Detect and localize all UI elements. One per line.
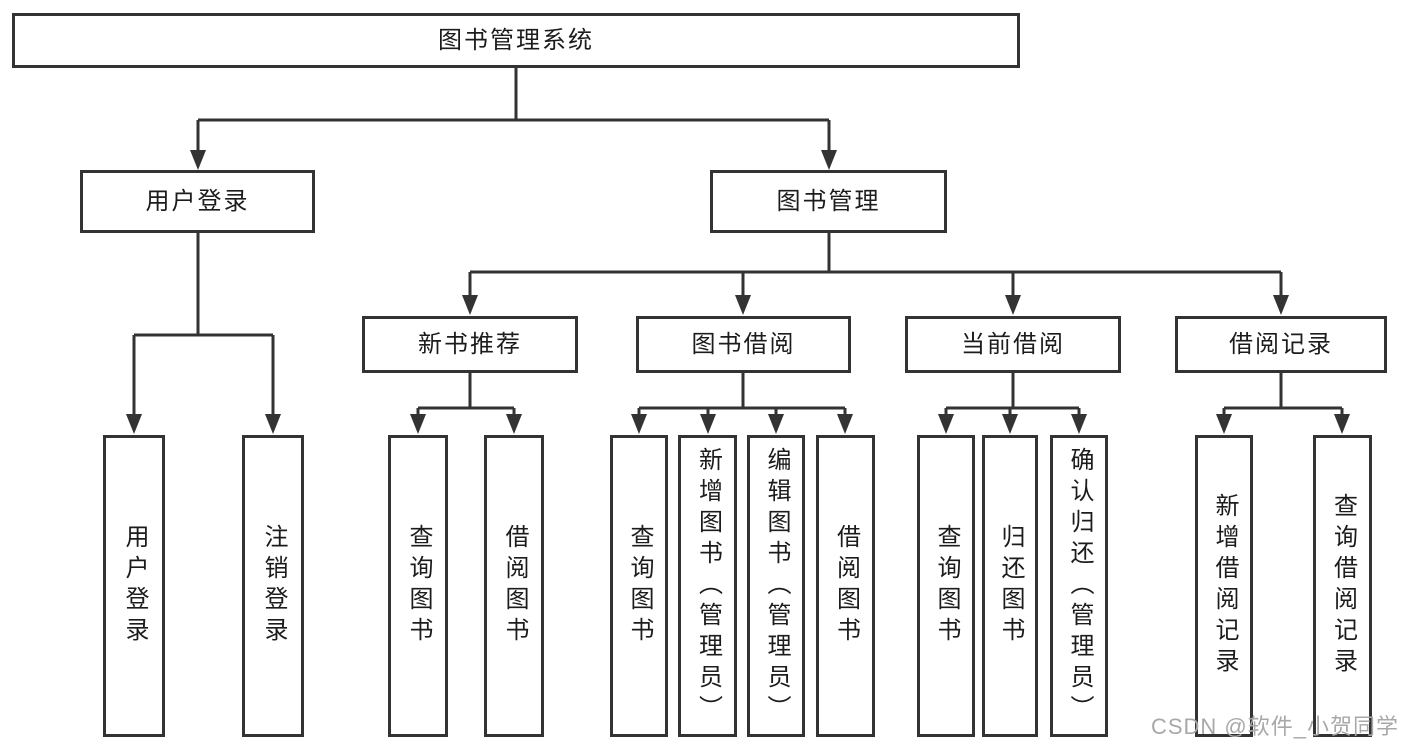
node-book-management: 图书管理 <box>710 170 947 233</box>
node-label: 查询图书 <box>626 524 653 648</box>
leaf-borrow-book-1: 借阅图书 <box>484 435 544 737</box>
node-label: 确认归还（管理员） <box>1066 446 1093 726</box>
leaf-borrow-book-2: 借阅图书 <box>816 435 875 737</box>
node-label: 图书管理系统 <box>438 26 594 54</box>
node-label: 借阅图书 <box>501 524 528 648</box>
node-label: 新增借阅记录 <box>1211 493 1238 679</box>
leaf-query-book-1: 查询图书 <box>388 435 448 737</box>
node-label: 归还图书 <box>997 524 1024 648</box>
node-borrow-record: 借阅记录 <box>1175 316 1387 373</box>
leaf-logout: 注销登录 <box>242 435 304 737</box>
csdn-watermark: CSDN @软件_小贺同学 <box>1150 714 1399 739</box>
node-label: 借阅图书 <box>832 524 860 648</box>
node-label: 当前借阅 <box>961 330 1065 358</box>
leaf-add-book-admin: 新增图书（管理员） <box>678 435 737 737</box>
node-label: 图书管理 <box>776 187 881 215</box>
leaf-confirm-return-admin: 确认归还（管理员） <box>1050 435 1108 737</box>
node-label: 查询图书 <box>405 524 432 648</box>
leaf-query-book-3: 查询图书 <box>917 435 975 737</box>
node-label: 新增图书（管理员） <box>694 446 722 726</box>
node-label: 编辑图书（管理员） <box>763 446 790 726</box>
node-label: 借阅记录 <box>1229 330 1333 358</box>
node-label: 图书借阅 <box>691 330 796 358</box>
leaf-return-book: 归还图书 <box>982 435 1038 737</box>
leaf-query-borrow-record: 查询借阅记录 <box>1313 435 1372 737</box>
node-root-library-system: 图书管理系统 <box>12 13 1020 68</box>
node-book-borrow: 图书借阅 <box>636 316 851 373</box>
tree-edges <box>132 68 1344 417</box>
leaf-query-book-2: 查询图书 <box>610 435 668 737</box>
node-label: 注销登录 <box>260 524 287 648</box>
node-label: 查询借阅记录 <box>1329 493 1357 679</box>
node-label: 新书推荐 <box>418 330 522 358</box>
node-label: 用户登录 <box>145 187 250 215</box>
leaf-user-login: 用户登录 <box>103 435 165 737</box>
leaf-add-borrow-record: 新增借阅记录 <box>1195 435 1253 737</box>
node-label: 用户登录 <box>121 524 148 648</box>
node-label: 查询图书 <box>933 524 960 648</box>
node-current-borrow: 当前借阅 <box>905 316 1121 373</box>
leaf-edit-book-admin: 编辑图书（管理员） <box>747 435 805 737</box>
node-user-login: 用户登录 <box>80 170 315 233</box>
node-new-book-recommend: 新书推荐 <box>362 316 578 373</box>
